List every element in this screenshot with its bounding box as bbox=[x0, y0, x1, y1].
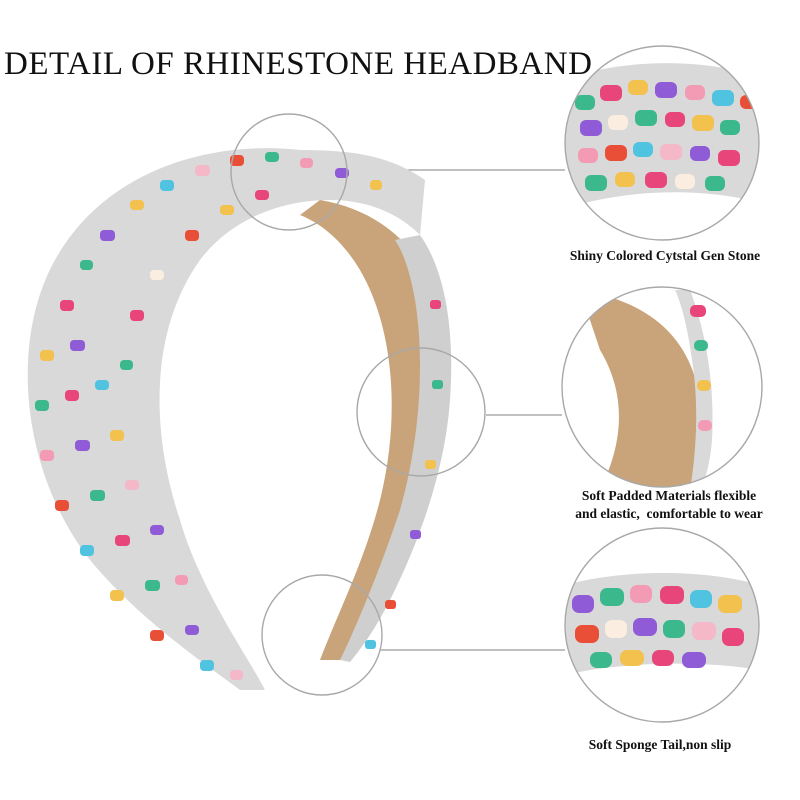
magnifier-ring-top bbox=[230, 113, 348, 231]
caption-padding-line1: Soft Padded Materials flexible bbox=[581, 488, 757, 503]
caption-stones-text: Shiny Colored Cytstal Gen Stone bbox=[569, 248, 761, 263]
magnifier-rings bbox=[230, 113, 486, 696]
headband-suede-inner bbox=[300, 200, 443, 660]
detail-circle-stones bbox=[564, 45, 760, 241]
headband-stones bbox=[35, 152, 443, 680]
caption-padding-line2: and elastic, comfortable to wear bbox=[575, 506, 763, 521]
headband-jeweled-edge bbox=[340, 235, 452, 662]
caption-padding: Soft Padded Materials flexible and elast… bbox=[540, 487, 798, 523]
page-title: DETAIL OF RHINESTONE HEADBAND bbox=[4, 46, 593, 82]
headband-outer-band bbox=[27, 148, 425, 690]
caption-tail: Soft Sponge Tail,non slip bbox=[540, 736, 780, 754]
headband bbox=[27, 148, 452, 690]
detail-circle-suede bbox=[561, 286, 763, 488]
magnifier-ring-bottom bbox=[261, 574, 383, 696]
caption-stones: Shiny Colored Cytstal Gen Stone bbox=[540, 247, 790, 265]
magnifier-ring-middle bbox=[356, 347, 486, 477]
caption-tail-text: Soft Sponge Tail,non slip bbox=[588, 737, 732, 752]
detail-circle-tail bbox=[564, 527, 760, 723]
